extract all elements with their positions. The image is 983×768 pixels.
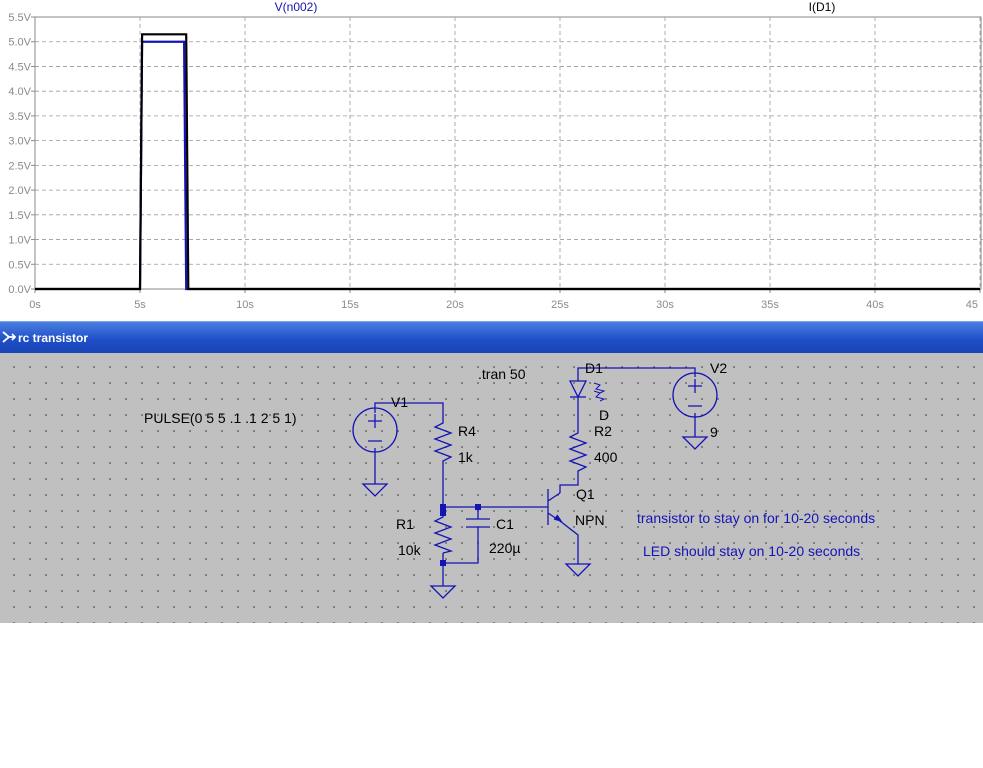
- v1-label[interactable]: V1: [391, 394, 408, 410]
- plot-frame: [34, 16, 982, 290]
- v2-source-symbol[interactable]: [672, 372, 718, 418]
- y-tick-label: 1.5V: [8, 210, 31, 222]
- r4-resistor-symbol[interactable]: [433, 416, 453, 466]
- x-axis-ticks: 0s 5s 10s 15s 20s 25s 30s 35s 40s 45: [29, 289, 981, 311]
- y-tick-label: 3.0V: [8, 136, 31, 148]
- v1-source-symbol[interactable]: [352, 407, 398, 453]
- d1-value-label[interactable]: D: [599, 407, 609, 423]
- y-tick-label: 0.5V: [8, 259, 31, 271]
- ground-symbols: [361, 436, 709, 599]
- d1-led-symbol[interactable]: [568, 380, 606, 409]
- x-tick-label: 0s: [29, 299, 41, 311]
- r4-label[interactable]: R4: [458, 423, 476, 439]
- c1-capacitor-symbol[interactable]: [466, 518, 490, 533]
- y-tick-label: 1.0V: [8, 235, 31, 247]
- v1-value-label[interactable]: PULSE(0 5 5 .1 .1 2 5 1): [144, 410, 297, 426]
- y-tick-label: 5.5V: [8, 12, 31, 24]
- q1-label[interactable]: Q1: [576, 486, 595, 502]
- r2-value-label[interactable]: 400: [594, 449, 618, 465]
- d1-label[interactable]: D1: [585, 360, 603, 376]
- y-tick-label: 4.0V: [8, 86, 31, 98]
- r1-value-label[interactable]: 10k: [398, 542, 422, 558]
- comment-transistor[interactable]: transistor to stay on for 10-20 seconds: [637, 510, 875, 526]
- y-tick-label: 3.5V: [8, 111, 31, 123]
- plot-grid: [34, 16, 983, 290]
- series-line-id1: [35, 33, 980, 291]
- y-tick-label: 2.0V: [8, 185, 31, 197]
- y-axis-ticks: 5.5V 5.0V 4.5V 4.0V 3.5V 3.0V 2.5V 2.0V 1.5V 1.0V…: [8, 12, 35, 296]
- x-tick-label: 40s: [866, 299, 884, 311]
- v2-label[interactable]: V2: [710, 360, 727, 376]
- schematic-canvas[interactable]: PULSE(0 5 5 .1 .1 2 5 1) V1 R4 1k R1 10k…: [0, 353, 983, 623]
- trace-label-id1[interactable]: I(D1): [809, 0, 836, 14]
- waveform-plot-pane[interactable]: 5.5V 5.0V 4.5V 4.0V 3.5V 3.0V 2.5V 2.0V 1.5V 1.0V…: [0, 0, 983, 318]
- trace-label-vn002[interactable]: V(n002): [275, 0, 318, 14]
- x-tick-label: 25s: [551, 299, 569, 311]
- v2-value-label[interactable]: 9: [710, 424, 718, 440]
- r1-resistor-symbol[interactable]: [433, 513, 454, 554]
- comment-led[interactable]: LED should stay on 10-20 seconds: [643, 543, 860, 559]
- schematic-title-bar[interactable]: rc transistor: [0, 321, 983, 354]
- c1-label[interactable]: C1: [496, 516, 514, 532]
- junction-dots: [440, 504, 481, 566]
- r2-label[interactable]: R2: [594, 423, 612, 439]
- y-tick-label: 0.0V: [8, 284, 31, 296]
- x-tick-label: 5s: [134, 299, 146, 311]
- c1-value-label[interactable]: 220µ: [489, 540, 520, 556]
- x-tick-label: 45: [966, 299, 978, 311]
- schematic-window-title: rc transistor: [18, 331, 89, 345]
- x-tick-label: 15s: [341, 299, 359, 311]
- y-tick-label: 5.0V: [8, 37, 31, 49]
- q1-npn-transistor-symbol[interactable]: [547, 489, 563, 525]
- x-tick-label: 10s: [236, 299, 254, 311]
- y-tick-label: 4.5V: [8, 61, 31, 73]
- x-tick-label: 35s: [761, 299, 779, 311]
- x-tick-label: 20s: [446, 299, 464, 311]
- r4-value-label[interactable]: 1k: [458, 449, 474, 465]
- tran-directive[interactable]: .tran 50: [478, 366, 526, 382]
- empty-workspace-area: [0, 623, 983, 768]
- x-tick-label: 30s: [656, 299, 674, 311]
- q1-value-label[interactable]: NPN: [575, 512, 605, 528]
- r1-label[interactable]: R1: [396, 516, 414, 532]
- schematic-window-icon[interactable]: [2, 330, 16, 344]
- waveform-chart[interactable]: 5.5V 5.0V 4.5V 4.0V 3.5V 3.0V 2.5V 2.0V 1.5V 1.0V…: [0, 0, 983, 318]
- y-tick-label: 2.5V: [8, 160, 31, 172]
- r2-resistor-symbol[interactable]: [568, 426, 588, 476]
- plot-series: [35, 33, 980, 291]
